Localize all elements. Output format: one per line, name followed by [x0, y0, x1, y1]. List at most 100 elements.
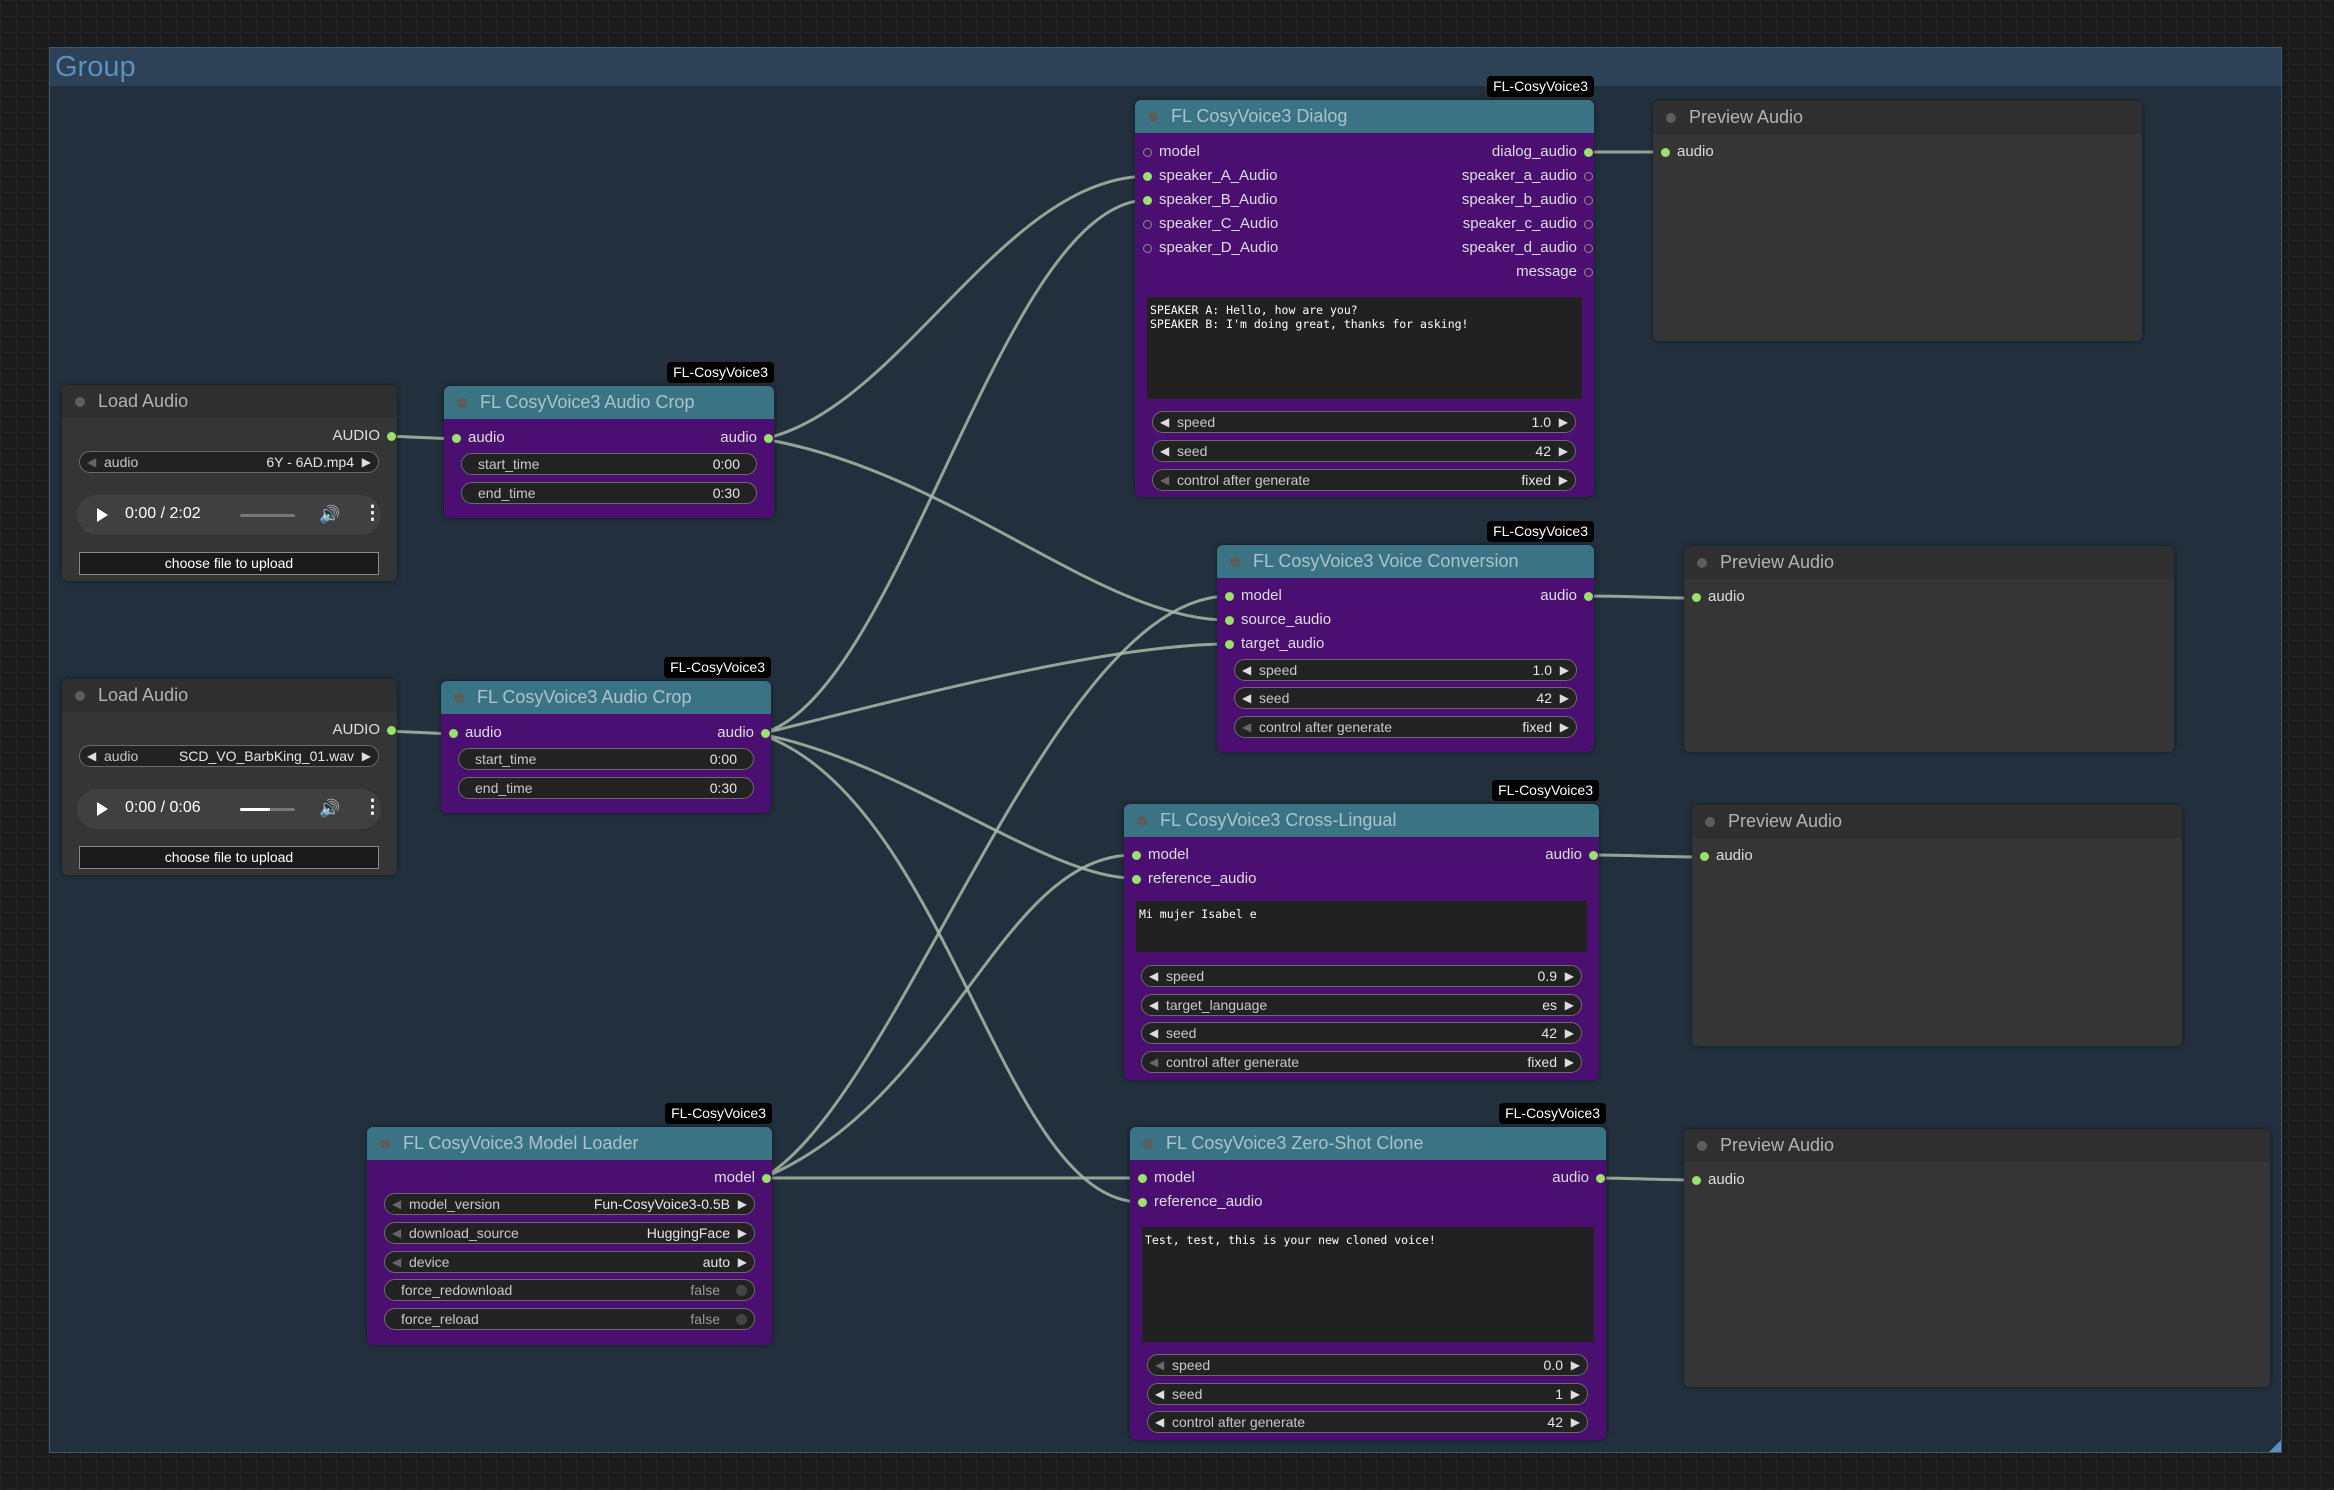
- download-source-combo[interactable]: ◀ download_source HuggingFace ▶: [384, 1222, 755, 1244]
- more-options-icon[interactable]: ⋮: [363, 797, 382, 818]
- slot-dot-icon[interactable]: [761, 729, 770, 738]
- input-slot-model[interactable]: model: [1131, 845, 1189, 865]
- arrow-left-icon[interactable]: ◀: [1149, 969, 1159, 983]
- node-title[interactable]: FL CosyVoice3 Dialog: [1135, 100, 1594, 133]
- slot-dot-icon[interactable]: [1584, 244, 1593, 253]
- seed-number[interactable]: ◀ seed 42 ▶: [1234, 687, 1577, 709]
- arrow-right-icon[interactable]: ▶: [1558, 444, 1568, 458]
- preview-audio-node-1[interactable]: Preview Audio audio: [1653, 101, 2142, 341]
- arrow-right-icon[interactable]: ▶: [1564, 969, 1574, 983]
- node-title[interactable]: FL CosyVoice3 Audio Crop: [441, 681, 771, 714]
- arrow-left-icon[interactable]: ◀: [1160, 473, 1170, 487]
- arrow-right-icon[interactable]: ▶: [737, 1226, 747, 1240]
- output-slot-audio[interactable]: audio: [1545, 845, 1599, 865]
- slot-dot-icon[interactable]: [1596, 1174, 1605, 1183]
- slot-dot-icon[interactable]: [1138, 1174, 1147, 1183]
- node-title[interactable]: Preview Audio: [1684, 546, 2174, 579]
- load-audio-node-1[interactable]: Load Audio AUDIO ◀ audio 6Y - 6AD.mp4 ▶ …: [62, 385, 397, 581]
- collapse-dot-icon[interactable]: [1705, 817, 1715, 827]
- arrow-right-icon[interactable]: ▶: [1559, 663, 1569, 677]
- output-slot-message[interactable]: message: [1516, 262, 1594, 282]
- input-slot-audio[interactable]: audio: [1660, 142, 1714, 162]
- slot-dot-icon[interactable]: [1584, 148, 1593, 157]
- input-slot-audio[interactable]: audio: [451, 428, 505, 448]
- arrow-right-icon[interactable]: ▶: [361, 455, 371, 469]
- slot-dot-icon[interactable]: [1132, 851, 1141, 860]
- slot-dot-icon[interactable]: [1584, 592, 1593, 601]
- slot-dot-icon[interactable]: [1143, 172, 1152, 181]
- seed-number[interactable]: ◀ seed 42 ▶: [1152, 440, 1576, 462]
- arrow-right-icon[interactable]: ▶: [1570, 1358, 1580, 1372]
- arrow-left-icon[interactable]: ◀: [1242, 691, 1252, 705]
- node-title[interactable]: Load Audio: [62, 385, 397, 418]
- control-after-generate-combo[interactable]: ◀ control after generate fixed ▶: [1234, 716, 1577, 738]
- more-options-icon[interactable]: ⋮: [363, 503, 382, 524]
- node-title[interactable]: Preview Audio: [1653, 101, 2142, 134]
- node-title[interactable]: Preview Audio: [1692, 805, 2182, 838]
- slot-dot-icon[interactable]: [764, 434, 773, 443]
- arrow-right-icon[interactable]: ▶: [1559, 691, 1569, 705]
- choose-file-button[interactable]: choose file to upload: [79, 846, 379, 869]
- arrow-left-icon[interactable]: ◀: [1242, 663, 1252, 677]
- arrow-right-icon[interactable]: ▶: [1564, 1055, 1574, 1069]
- control-after-generate-combo[interactable]: ◀ control after generate 42 ▶: [1147, 1411, 1588, 1433]
- input-slot-target-audio[interactable]: target_audio: [1224, 634, 1324, 654]
- output-slot-audio[interactable]: audio: [1540, 586, 1594, 606]
- slot-dot-icon[interactable]: [1589, 851, 1598, 860]
- audio-file-combo[interactable]: ◀ audio 6Y - 6AD.mp4 ▶: [79, 451, 379, 473]
- output-slot-model[interactable]: model: [714, 1168, 772, 1188]
- slot-dot-icon[interactable]: [1584, 196, 1593, 205]
- output-slot-speaker-b-audio[interactable]: speaker_b_audio: [1462, 190, 1594, 210]
- speed-number[interactable]: ◀ speed 0.9 ▶: [1141, 965, 1582, 987]
- arrow-left-icon[interactable]: ◀: [392, 1197, 402, 1211]
- slot-dot-icon[interactable]: [1584, 220, 1593, 229]
- arrow-left-icon[interactable]: ◀: [392, 1226, 402, 1240]
- arrow-right-icon[interactable]: ▶: [1558, 415, 1568, 429]
- slot-dot-icon[interactable]: [1692, 1176, 1701, 1185]
- input-slot-model[interactable]: model: [1142, 142, 1200, 162]
- slot-dot-icon[interactable]: [1692, 593, 1701, 602]
- slot-dot-icon[interactable]: [1138, 1198, 1147, 1207]
- arrow-right-icon[interactable]: ▶: [1570, 1415, 1580, 1429]
- slot-dot-icon[interactable]: [387, 726, 396, 735]
- arrow-left-icon[interactable]: ◀: [1160, 444, 1170, 458]
- node-title[interactable]: FL CosyVoice3 Model Loader: [367, 1127, 772, 1160]
- node-title[interactable]: FL CosyVoice3 Cross-Lingual: [1124, 804, 1599, 837]
- output-slot-speaker-d-audio[interactable]: speaker_d_audio: [1462, 238, 1594, 258]
- slot-dot-icon[interactable]: [452, 434, 461, 443]
- slot-dot-icon[interactable]: [1700, 852, 1709, 861]
- slot-dot-icon[interactable]: [1584, 268, 1593, 277]
- node-title[interactable]: FL CosyVoice3 Audio Crop: [444, 386, 774, 419]
- audio-crop-node-2[interactable]: FL-CosyVoice3 FL CosyVoice3 Audio Crop a…: [441, 657, 771, 813]
- text-input[interactable]: Test, test, this is your new cloned voic…: [1142, 1227, 1594, 1342]
- arrow-left-icon[interactable]: ◀: [1155, 1415, 1165, 1429]
- volume-icon[interactable]: 🔊: [319, 505, 341, 524]
- input-slot-reference-audio[interactable]: reference_audio: [1137, 1192, 1262, 1212]
- voice-conversion-node[interactable]: FL-CosyVoice3 FL CosyVoice3 Voice Conver…: [1217, 521, 1594, 752]
- text-input[interactable]: Mi mujer Isabel e: [1136, 901, 1587, 952]
- group-resize-handle[interactable]: [2269, 1440, 2281, 1452]
- collapse-dot-icon[interactable]: [457, 398, 467, 408]
- input-slot-speaker-d[interactable]: speaker_D_Audio: [1142, 238, 1278, 258]
- input-slot-audio[interactable]: audio: [1691, 587, 1745, 607]
- force-redownload-toggle[interactable]: force_redownload false: [384, 1279, 755, 1301]
- arrow-left-icon[interactable]: ◀: [1149, 998, 1159, 1012]
- output-slot-audio[interactable]: audio: [717, 723, 771, 743]
- collapse-dot-icon[interactable]: [1697, 558, 1707, 568]
- preview-audio-node-2[interactable]: Preview Audio audio: [1684, 546, 2174, 752]
- arrow-left-icon[interactable]: ◀: [1160, 415, 1170, 429]
- input-slot-audio[interactable]: audio: [1691, 1170, 1745, 1190]
- arrow-right-icon[interactable]: ▶: [1558, 473, 1568, 487]
- slot-dot-icon[interactable]: [1143, 196, 1152, 205]
- start-time-field[interactable]: start_time 0:00: [461, 453, 757, 475]
- slot-dot-icon[interactable]: [1225, 592, 1234, 601]
- audio-file-combo[interactable]: ◀ audio SCD_VO_BarbKing_01.wav ▶: [79, 745, 379, 767]
- input-slot-speaker-b[interactable]: speaker_B_Audio: [1142, 190, 1277, 210]
- node-title[interactable]: Load Audio: [62, 679, 397, 712]
- toggle-knob-icon[interactable]: [736, 1314, 747, 1325]
- toggle-knob-icon[interactable]: [736, 1285, 747, 1296]
- input-slot-speaker-c[interactable]: speaker_C_Audio: [1142, 214, 1278, 234]
- node-title[interactable]: Preview Audio: [1684, 1129, 2270, 1162]
- load-audio-node-2[interactable]: Load Audio AUDIO ◀ audio SCD_VO_BarbKing…: [62, 679, 397, 875]
